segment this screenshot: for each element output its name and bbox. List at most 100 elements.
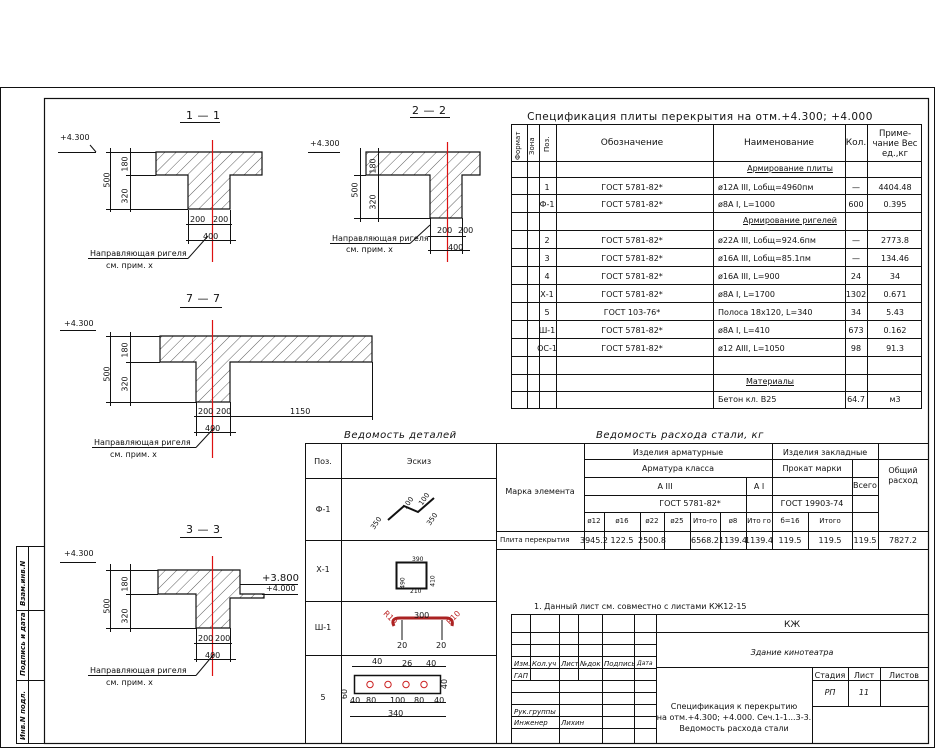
spec-cell-qty: 673 <box>848 326 864 335</box>
p5-dim: 40 <box>372 657 383 666</box>
steel-col-class: Арматура класса <box>642 464 714 473</box>
stamp-sheet-h: Лист <box>853 671 875 680</box>
steel-col-gost2: ГОСТ 19903-74 <box>780 499 844 508</box>
steel-title: Ведомость расхода стали, кг <box>596 430 764 441</box>
spec-cell-designation: ГОСТ 103-76* <box>603 308 661 317</box>
dim-500: 500 <box>350 182 360 198</box>
steel-subheader: ø25 <box>670 517 684 525</box>
spec-cell-pos: ОС-1 <box>537 344 557 353</box>
p5-dim: 80 <box>366 696 377 705</box>
beam-guide-note: Направляющая ригеля <box>90 666 187 675</box>
spec-cell-designation: ГОСТ 5781-82* <box>601 183 663 192</box>
spec-group-beams: Армирование ригелей <box>743 216 837 225</box>
sh1-dim: 300 <box>414 611 430 620</box>
spec-cell-designation: ГОСТ 5781-82* <box>601 236 663 245</box>
dim-180: 180 <box>368 158 378 174</box>
spec-group-materials: Материалы <box>746 377 794 386</box>
side-sign-label: Подпись и дата <box>19 612 27 676</box>
steel-col-mark: Марка элемента <box>505 487 575 496</box>
elevation-label: +3.800 <box>262 573 300 584</box>
dim-500: 500 <box>102 366 112 382</box>
spec-material-name: Бетон кл. В25 <box>718 395 777 404</box>
spec-cell-name: ø16А III, Lобщ=85.1пм <box>718 254 811 263</box>
steel-subheader: Ито го <box>747 517 771 525</box>
steel-col-embed: Изделия закладные <box>782 448 868 457</box>
details-col-pos: Поз. <box>314 457 332 466</box>
details-title: Ведомость деталей <box>344 430 457 441</box>
steel-value: 2500.8 <box>638 536 666 545</box>
dim-200-right: 200 <box>215 634 231 643</box>
dim-320: 320 <box>120 608 130 624</box>
spec-col-name: Наименование <box>744 138 814 148</box>
p5-dim: 100 <box>390 696 406 705</box>
spec-col-zone: Зона <box>528 137 536 155</box>
p5-dim: 40 <box>426 659 437 668</box>
x1-dim: 210 <box>410 588 422 595</box>
steel-col-gost1: ГОСТ 5781-82* <box>659 499 721 508</box>
sheet-note: 1. Данный лист см. совместно с листами К… <box>534 602 747 611</box>
stamp-lead: Рук.группы <box>514 708 556 716</box>
stamp-building: Здание кинотеатра <box>750 648 834 657</box>
steel-col-rebar: Изделия арматурные <box>632 448 724 457</box>
dim-400: 400 <box>205 424 221 433</box>
beam-guide-note: Направляющая ригеля <box>90 249 187 258</box>
spec-cell-designation: ГОСТ 5781-82* <box>601 200 663 209</box>
spec-title: Спецификация плиты перекрытия на отм.+4.… <box>527 111 873 123</box>
spec-cell-pos: Ш-1 <box>538 326 556 335</box>
spec-cell-qty: — <box>852 254 860 263</box>
x1-dim: 490 <box>399 577 407 589</box>
spec-cell-pos: 3 <box>544 254 550 263</box>
stamp-engineer: Инженер <box>514 719 548 727</box>
stamp-stage-h: Стадия <box>814 671 846 680</box>
elevation-label: +4.300 <box>310 139 340 148</box>
dim-200-left: 200 <box>437 226 453 235</box>
p5-dim: 26 <box>402 659 413 668</box>
stamp-h-date: Дата <box>637 660 653 667</box>
steel-subheader: ø12 <box>587 517 601 525</box>
spec-col-qty: Кол. <box>845 138 867 148</box>
spec-cell-weight: 91.3 <box>886 344 904 353</box>
p5-dim: 80 <box>414 696 425 705</box>
stamp-sheets-h: Листов <box>889 671 919 680</box>
spec-cell-designation: ГОСТ 5781-82* <box>601 344 663 353</box>
beam-guide-ref: см. прим. х <box>110 450 157 459</box>
steel-row-all: 7827.2 <box>889 536 917 545</box>
spec-cell-designation: ГОСТ 5781-82* <box>601 290 663 299</box>
details-col-sketch: Эскиз <box>406 457 432 466</box>
stamp-h-izm: Изм. <box>514 660 531 668</box>
steel-col-rolled: Прокат марки <box>782 464 842 473</box>
spec-cell-pos: Х-1 <box>540 290 554 299</box>
steel-col-a1: А I <box>753 482 765 491</box>
stamp-h-sign: Подпись <box>604 660 636 668</box>
spec-cell-qty: 600 <box>848 200 864 209</box>
section-title-7-7: 7 — 7 <box>186 292 221 305</box>
steel-value: 1139.4 <box>745 536 773 545</box>
stamp-h-doc: №док <box>580 660 601 668</box>
stamp-stage: РП <box>824 688 836 697</box>
p5-dim: 40 <box>434 696 445 705</box>
spec-cell-weight: 5.43 <box>886 308 904 317</box>
spec-cell-qty: 98 <box>850 344 862 353</box>
spec-cell-qty: — <box>852 183 860 192</box>
beam-guide-ref: см. прим. х <box>346 245 393 254</box>
x1-dim: 410 <box>429 575 437 587</box>
spec-cell-name: ø8А I, L=1700 <box>718 290 775 299</box>
steel-value: 1139.4 <box>719 536 747 545</box>
beam-guide-note: Направляющая ригеля <box>94 438 191 447</box>
steel-subheader: Ито-го <box>692 517 718 525</box>
spec-cell-weight: 4404.48 <box>878 183 912 192</box>
side-inv-label: Инв.N подл. <box>19 690 27 740</box>
dim-200-right: 200 <box>213 215 229 224</box>
stamp-h-list: Лист <box>561 660 579 668</box>
dim-320: 320 <box>120 376 130 392</box>
dim-200-left: 200 <box>198 634 214 643</box>
steel-value: 119.5 <box>778 536 802 545</box>
detail-row-pos: Ф-1 <box>315 505 331 514</box>
dim-180: 180 <box>120 156 130 172</box>
steel-row-mark: Плита перекрытия <box>500 536 570 544</box>
beam-guide-ref: см. прим. х <box>106 261 153 270</box>
sh1-dim: 20 <box>397 641 408 650</box>
stamp-gap: ГАП <box>514 672 528 680</box>
